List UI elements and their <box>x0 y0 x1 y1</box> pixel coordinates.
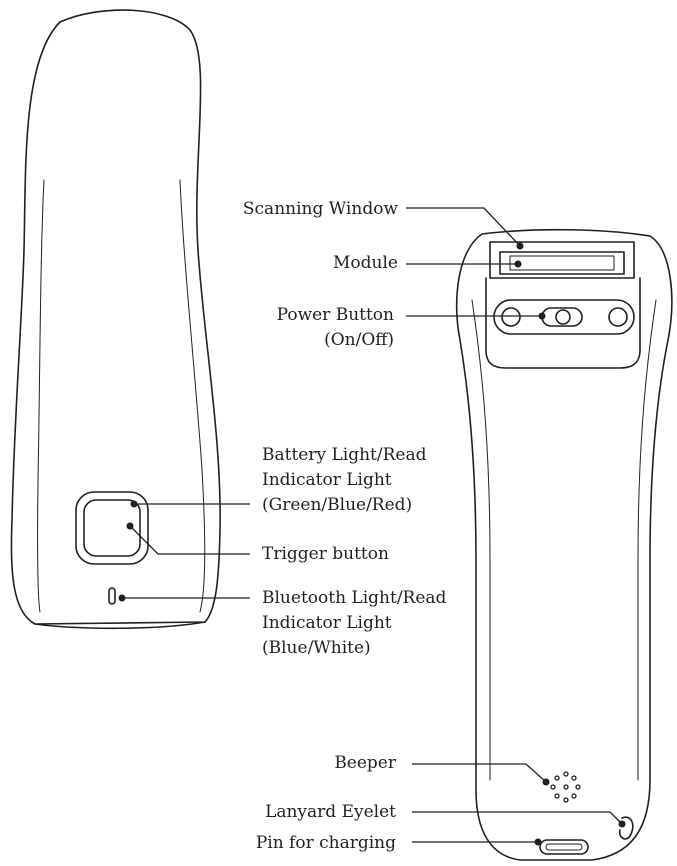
dot-charging-pin <box>534 838 542 846</box>
scan-module-detail <box>509 255 615 271</box>
label-beeper: Beeper <box>334 753 397 773</box>
leader-trigger <box>129 525 250 555</box>
front-body-outline <box>10 9 221 625</box>
label-trigger-button: Trigger button <box>262 544 389 564</box>
label-module: Module <box>333 253 398 273</box>
leader-beeper <box>412 763 547 783</box>
dot-lanyard <box>618 820 626 828</box>
labels: Scanning Window Module Power Button (On/… <box>243 199 447 853</box>
bluetooth-light-slot <box>108 587 116 605</box>
label-power-button-line2: (On/Off) <box>324 330 394 350</box>
label-scanning-window: Scanning Window <box>243 199 399 219</box>
back-right-contour <box>637 299 657 781</box>
power-button-knob <box>555 309 571 325</box>
label-power-button-line1: Power Button <box>277 305 394 325</box>
dot-trigger <box>126 522 134 530</box>
back-left-contour <box>471 299 491 781</box>
front-right-contour <box>179 179 206 613</box>
label-bluetooth-light-line1: Bluetooth Light/Read <box>262 588 447 608</box>
label-bluetooth-light-line3: (Blue/White) <box>262 638 371 658</box>
leader-dots <box>118 242 626 846</box>
back-body-outline <box>455 228 673 861</box>
screw-right <box>608 307 628 327</box>
label-pin-for-charging: Pin for charging <box>256 833 396 853</box>
dot-battery-light <box>130 500 138 508</box>
charging-pin <box>539 839 589 855</box>
leader-lanyard <box>412 811 623 825</box>
dot-bluetooth-light <box>118 594 126 602</box>
dot-beeper <box>542 778 550 786</box>
rear-panel <box>485 277 641 369</box>
power-button-plate <box>493 299 635 335</box>
label-battery-light-line3: (Green/Blue/Red) <box>262 495 412 515</box>
scan-module <box>499 251 625 275</box>
trigger-button-inner <box>83 499 141 557</box>
leader-scanning-window <box>406 207 521 247</box>
label-battery-light-line2: Indicator Light <box>262 470 392 490</box>
front-left-contour <box>37 179 45 613</box>
leader-lines <box>122 207 623 843</box>
lanyard-eyelet <box>618 816 634 840</box>
dot-power-button <box>538 312 546 320</box>
scanning-window-frame <box>489 241 635 279</box>
front-bottom-edge <box>34 621 206 630</box>
label-lanyard-eyelet: Lanyard Eyelet <box>265 802 396 822</box>
beeper-grille <box>550 771 581 803</box>
charging-pin-inner <box>545 843 583 851</box>
screw-left <box>501 307 521 327</box>
label-bluetooth-light-line2: Indicator Light <box>262 613 392 633</box>
label-battery-light-line1: Battery Light/Read <box>262 445 427 465</box>
scanner-back-view <box>455 228 673 861</box>
dot-module <box>514 260 522 268</box>
dot-scanning-window <box>516 242 524 250</box>
scanner-front-view <box>10 9 221 630</box>
trigger-button-outer <box>75 491 149 565</box>
